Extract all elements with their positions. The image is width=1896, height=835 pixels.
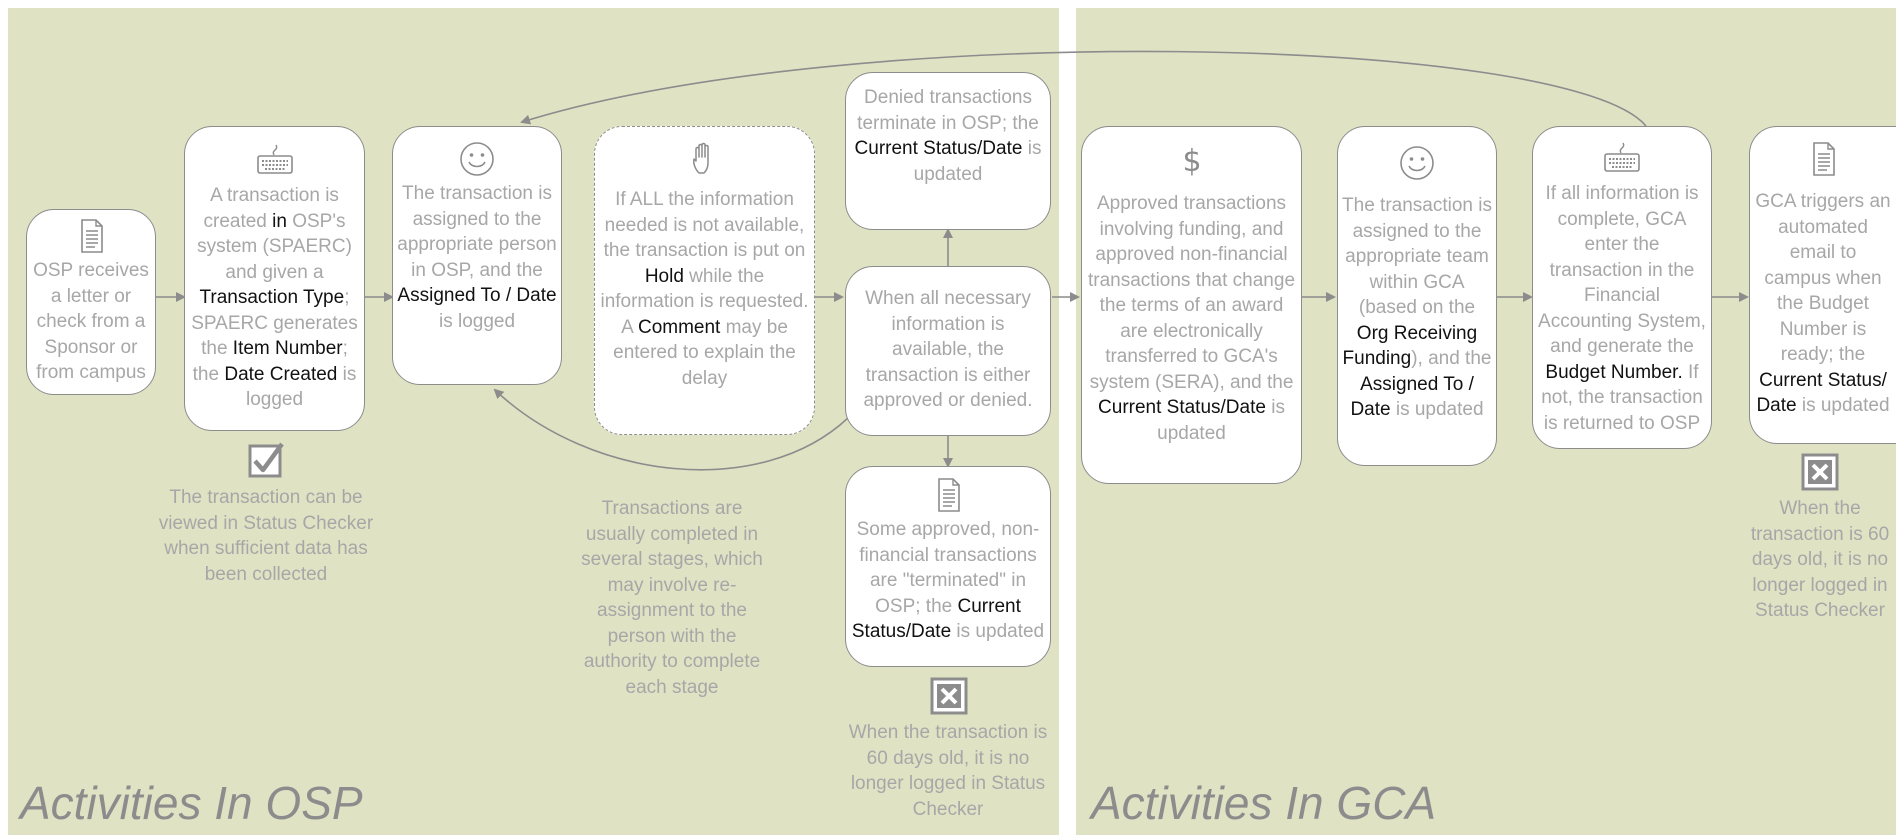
checkbox-x-icon bbox=[930, 677, 968, 715]
gca-enter-text: If all information is complete, GCA ente… bbox=[1538, 183, 1706, 434]
decision-text: When all necessary information is availa… bbox=[863, 288, 1033, 411]
gca-panel-title: Activities In GCA bbox=[1091, 777, 1437, 829]
osp-receives-text: OSP receives a letter or check from a Sp… bbox=[33, 260, 149, 383]
assigned-gca-text: The transaction is assigned to the appro… bbox=[1342, 195, 1492, 420]
smiley-icon bbox=[1400, 146, 1434, 180]
hold-box: If ALL the information needed is not ava… bbox=[594, 126, 815, 435]
keyboard-icon bbox=[256, 144, 293, 174]
svg-text:$: $ bbox=[1182, 144, 1201, 179]
checkbox-checked-icon bbox=[248, 442, 284, 478]
arrow-reassign-loop bbox=[493, 388, 849, 471]
assigned-osp-box: The transaction is assigned to the appro… bbox=[392, 126, 562, 385]
denied-box: Denied transactions terminate in OSP; th… bbox=[845, 72, 1051, 230]
keyboard-icon bbox=[1604, 142, 1640, 172]
osp-panel-title: Activities In OSP bbox=[20, 777, 363, 829]
document-icon bbox=[938, 478, 960, 512]
document-icon bbox=[1813, 142, 1835, 176]
checkbox-x-icon bbox=[1801, 453, 1839, 491]
stages-note: Transactions are usually completed in se… bbox=[581, 498, 763, 698]
smiley-icon bbox=[460, 142, 494, 176]
arrow-return-to-osp bbox=[520, 50, 1647, 127]
gca-email-text: GCA triggers an automated email to campu… bbox=[1755, 191, 1891, 416]
assigned-osp-text: The transaction is assigned to the appro… bbox=[397, 183, 557, 332]
hold-text: If ALL the information needed is not ava… bbox=[600, 189, 809, 389]
hand-icon bbox=[692, 142, 709, 174]
osp-60-days-note: When the transaction is 60 days old, it … bbox=[848, 722, 1048, 820]
assigned-gca-box: The transaction is assigned to the appro… bbox=[1337, 126, 1497, 466]
gca-60-days-note: When the transaction is 60 days old, it … bbox=[1750, 498, 1890, 621]
denied-text: Denied transactions terminate in OSP; th… bbox=[854, 87, 1042, 185]
gca-email-box: GCA triggers an automated email to campu… bbox=[1749, 126, 1896, 444]
dollar-icon: $ bbox=[1182, 144, 1201, 179]
terminated-box: Some approved, non-financial transaction… bbox=[845, 466, 1051, 667]
approved-transfer-box: $ Approved transactions involving fundin… bbox=[1081, 126, 1302, 484]
decision-box: When all necessary information is availa… bbox=[845, 266, 1051, 436]
terminated-text: Some approved, non-financial transaction… bbox=[851, 519, 1045, 642]
osp-receives-box: OSP receives a letter or check from a Sp… bbox=[26, 209, 156, 395]
transaction-created-text: A transaction is created in OSP's system… bbox=[191, 185, 358, 410]
transaction-created-box: A transaction is created in OSP's system… bbox=[184, 126, 365, 431]
document-icon bbox=[81, 219, 103, 253]
status-checker-view-note: The transaction can be viewed in Status … bbox=[158, 487, 374, 585]
gca-enter-box: If all information is complete, GCA ente… bbox=[1532, 126, 1712, 449]
approved-transfer-text: Approved transactions involving funding,… bbox=[1087, 193, 1296, 444]
